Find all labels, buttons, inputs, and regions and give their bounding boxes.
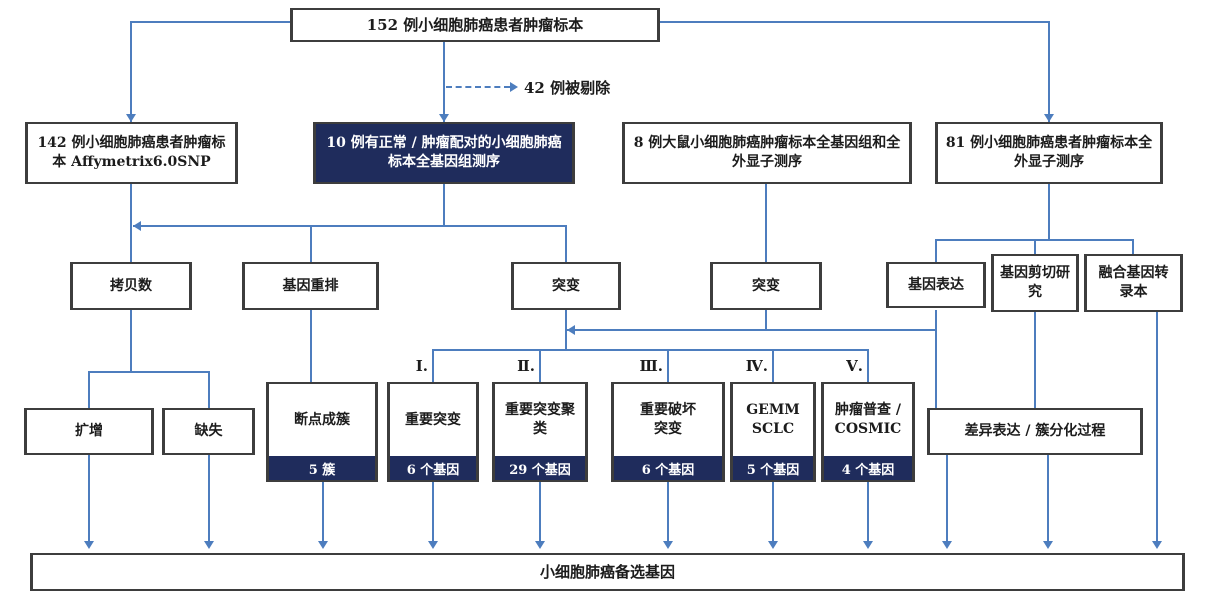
flow-line	[772, 482, 774, 543]
damaging-mutation-label: 重要破坏突变	[640, 402, 696, 437]
arrow-down-icon	[768, 541, 778, 549]
flow-line	[867, 482, 869, 543]
arrow-down-icon	[204, 541, 214, 549]
gemm-sclc-label: GEMM SCLC	[746, 402, 800, 437]
node-gene-rearrangement: 基因重排	[242, 262, 379, 310]
flow-line	[667, 482, 669, 543]
cancer-census-count: 4 个基因	[824, 456, 912, 480]
numeral-4: Ⅳ.	[745, 357, 768, 375]
flow-line	[1156, 312, 1158, 545]
flow-line	[432, 349, 869, 351]
flow-line	[443, 184, 445, 226]
flow-line	[539, 349, 541, 382]
arrow-down-icon	[942, 541, 952, 549]
numeral-2: Ⅱ.	[517, 357, 535, 375]
flow-line	[1047, 455, 1049, 543]
arrow-down-icon	[1044, 114, 1054, 122]
flow-line	[432, 349, 434, 382]
flow-line	[567, 329, 937, 331]
node-breakpoint-cluster: 断点成簇 5 簇	[266, 382, 378, 482]
flow-line	[1048, 21, 1050, 122]
arrow-down-icon	[535, 541, 545, 549]
node-differential-expression: 差异表达 / 簇分化过程	[927, 408, 1143, 455]
node-deletion: 缺失	[162, 408, 255, 455]
flow-line	[130, 310, 132, 372]
arrow-down-icon	[863, 541, 873, 549]
flow-line	[946, 455, 948, 543]
arrow-left-icon	[133, 221, 141, 231]
flow-line	[565, 310, 567, 350]
node-cancer-census-cosmic: 肿瘤普查 / COSMIC 4 个基因	[821, 382, 915, 482]
flow-line	[88, 371, 210, 373]
breakpoint-cluster-count: 5 簇	[269, 456, 375, 480]
flow-line	[565, 226, 567, 262]
flow-line	[130, 21, 132, 122]
node-cohort-whole-exome: 81 例小细胞肺癌患者肿瘤标本全外显子测序	[935, 122, 1163, 184]
node-gene-expression: 基因表达	[886, 262, 986, 308]
flow-line	[88, 455, 90, 543]
node-cohort-whole-genome: 10 例有正常 / 肿瘤配对的小细胞肺癌标本全基因组测序	[313, 122, 575, 184]
numeral-3: Ⅲ.	[639, 357, 664, 375]
significant-mutation-count: 6 个基因	[390, 456, 476, 480]
arrow-down-icon	[84, 541, 94, 549]
flow-line	[130, 184, 132, 262]
flow-line	[310, 310, 312, 382]
flow-line	[765, 184, 767, 262]
flow-line	[772, 349, 774, 382]
node-cohort-snp-array: 142 例小细胞肺癌患者肿瘤标本 Affymetrix6.0SNP	[25, 122, 238, 184]
flow-line	[1034, 312, 1036, 408]
mutation-cluster-count: 29 个基因	[495, 456, 585, 480]
flow-line	[443, 42, 445, 122]
flow-line	[667, 349, 669, 382]
arrow-down-icon	[126, 114, 136, 122]
arrow-down-icon	[428, 541, 438, 549]
node-mutation-left: 突变	[511, 262, 621, 310]
damaging-mutation-count: 6 个基因	[614, 456, 722, 480]
node-significant-mutation: 重要突变 6 个基因	[387, 382, 479, 482]
dashed-flow-line	[446, 86, 510, 88]
node-gemm-sclc: GEMM SCLC 5 个基因	[730, 382, 816, 482]
flow-line	[208, 455, 210, 543]
node-damaging-mutation: 重要破坏突变 6 个基因	[611, 382, 725, 482]
excluded-note: 42 例被剔除	[524, 79, 611, 97]
flow-line	[1034, 240, 1036, 254]
flow-line	[867, 349, 869, 382]
flow-line	[208, 371, 210, 408]
arrow-left-icon	[567, 325, 575, 335]
arrow-down-icon	[1152, 541, 1162, 549]
numeral-1: Ⅰ.	[415, 357, 428, 375]
gemm-sclc-count: 5 个基因	[733, 456, 813, 480]
node-mutation-right: 突变	[710, 262, 822, 310]
flow-line	[133, 225, 567, 227]
arrow-down-icon	[318, 541, 328, 549]
flow-line	[765, 310, 767, 330]
arrow-down-icon	[1043, 541, 1053, 549]
flow-line	[310, 226, 312, 262]
flow-line	[935, 310, 937, 408]
node-mutation-cluster: 重要突变聚类 29 个基因	[492, 382, 588, 482]
node-copy-number: 拷贝数	[70, 262, 192, 310]
flow-line	[1132, 240, 1134, 254]
node-fusion-transcript: 融合基因转录本	[1084, 254, 1183, 312]
arrow-down-icon	[663, 541, 673, 549]
flow-line	[88, 371, 90, 408]
flow-line	[322, 482, 324, 543]
flow-line	[935, 240, 937, 262]
mutation-cluster-label: 重要突变聚类	[505, 402, 575, 437]
numeral-5: Ⅴ.	[846, 357, 863, 375]
significant-mutation-label: 重要突变	[405, 411, 461, 428]
node-amplification: 扩增	[24, 408, 154, 455]
arrow-down-icon	[439, 114, 449, 122]
flow-line	[1048, 184, 1050, 240]
breakpoint-cluster-label: 断点成簇	[294, 411, 350, 428]
node-candidate-genes: 小细胞肺癌备选基因	[30, 553, 1185, 591]
flow-line	[539, 482, 541, 543]
node-cohort-mouse: 8 例大鼠小细胞肺癌肿瘤标本全基因组和全外显子测序	[622, 122, 912, 184]
arrow-right-icon	[510, 82, 518, 92]
flow-line	[432, 482, 434, 543]
cancer-census-label: 肿瘤普查 / COSMIC	[834, 402, 902, 437]
node-gene-splicing: 基因剪切研究	[991, 254, 1079, 312]
node-total-specimens: 152 例小细胞肺癌患者肿瘤标本	[290, 8, 660, 42]
